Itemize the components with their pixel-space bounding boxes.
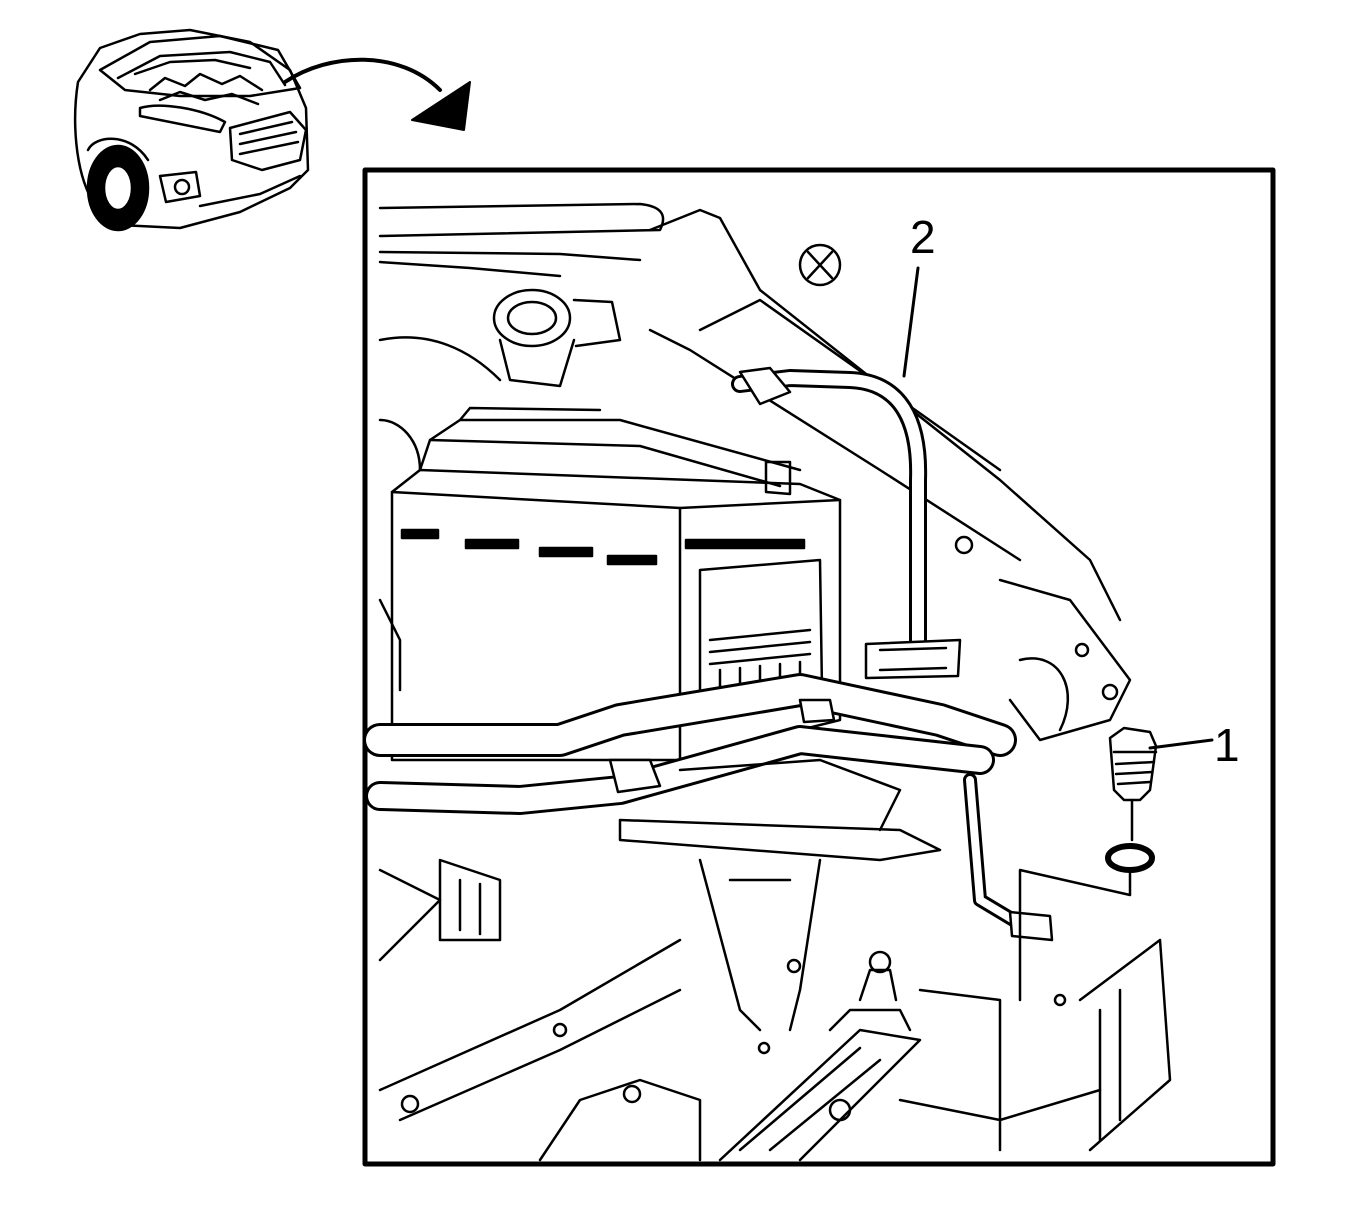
vehicle-locator-illustration bbox=[73, 28, 310, 232]
detail-view-frame bbox=[362, 167, 1276, 1167]
callout-2-label: 2 bbox=[910, 211, 936, 263]
positive-battery-cable bbox=[731, 369, 928, 669]
engine-compartment-detail bbox=[363, 202, 1172, 1162]
view-direction-arrow bbox=[283, 57, 471, 131]
battery-cable-bolt bbox=[1018, 726, 1158, 1002]
leader-line-2 bbox=[902, 266, 920, 378]
callout-1-label: 1 bbox=[1214, 719, 1240, 771]
leader-line-1 bbox=[1148, 738, 1214, 750]
battery bbox=[390, 468, 842, 762]
